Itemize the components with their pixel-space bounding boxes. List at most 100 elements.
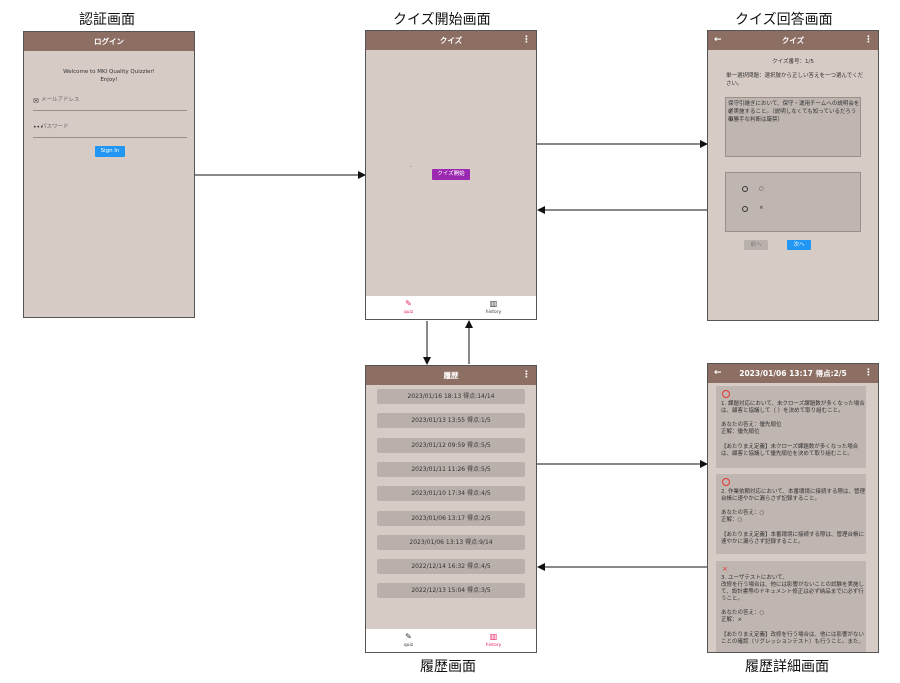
explanation-line: 【あたりまえ定義】改修を行う場合は、他には影響がない: [721, 632, 865, 638]
password-field[interactable]: パスワード: [41, 124, 69, 130]
history-list-item[interactable]: 2023/01/12 09:59 得点:5/5: [377, 437, 525, 453]
history-screen: 履歴 ⋮ 2023/01/16 18:13 得点:14/14 2023/01/13…: [365, 365, 537, 653]
login-screen: ログイン Welcome to MKI Quality Quizzler! En…: [23, 31, 195, 318]
explanation-line: ことの確認（リグレッションテスト）も行うこと。また、: [721, 639, 864, 645]
history-list-item[interactable]: 2023/01/16 18:13 得点:14/14: [377, 389, 525, 404]
title-auth: 認証画面: [79, 12, 135, 28]
wrong-mark-icon: ×: [722, 565, 728, 573]
nav-history-label: history: [485, 310, 502, 315]
history-list-item[interactable]: 2023/01/06 13:17 得点:2/5: [377, 510, 525, 526]
question-line-1: 保守引継ぎにおいて、保守・運用チームへの説明会を必: [728, 101, 860, 115]
your-answer: あなたの答え：優先順位: [721, 422, 782, 428]
sign-in-button[interactable]: Sign In: [95, 146, 125, 157]
back-arrow-icon[interactable]: ←: [714, 35, 722, 45]
history-book-icon: ▥: [489, 632, 498, 641]
more-vert-icon[interactable]: ⋮: [864, 35, 873, 45]
question-line-2: ず実施すること。（説明しなくても知っているだろう事: [728, 109, 857, 123]
password-icon: •••: [33, 124, 44, 131]
answer-card-1: 1. 課題対応において、未クローズ課題数が多くなった場合 は、顧客と協議して（ …: [716, 386, 866, 468]
quiz-edit-icon: ✎: [405, 299, 412, 308]
welcome-text: Welcome to MKI Quality Quizzler!: [63, 69, 155, 75]
question-box: 保守引継ぎにおいて、保守・運用チームへの説明会を必 ず実施すること。（説明しなく…: [725, 97, 861, 157]
history-appbar: 履歴 ⋮: [366, 366, 536, 385]
bottom-navigation: ✎ quiz ▥ history: [366, 296, 536, 319]
mail-icon: ✉: [33, 97, 39, 105]
nav-history-label: history: [485, 643, 502, 648]
enjoy-text: Enjoy!: [100, 77, 118, 83]
prev-button[interactable]: 前へ: [744, 240, 768, 250]
history-appbar-title: 履歴: [443, 371, 459, 380]
correct-answer: 正解：×: [721, 617, 743, 623]
history-detail-appbar: ← 2023/01/06 13:17 得点:2/5 ⋮: [708, 364, 878, 383]
quiz-start-appbar-title: クイズ: [439, 36, 463, 45]
card-question-line: て、設計書等のドキュメント修正は必ず納品までに必ず行: [721, 589, 864, 595]
card-question-line: 3. ユーザテストにおいて、: [721, 575, 788, 581]
more-vert-icon[interactable]: ⋮: [864, 368, 873, 378]
card-question-line: 2. 作業依頼対応において、本番環境に接続する際は、管理: [721, 489, 866, 495]
title-history-detail: 履歴詳細画面: [745, 659, 829, 675]
explanation-line: は、顧客と協議して優先順位を決めて取り組むこと。: [721, 451, 853, 457]
history-list-item[interactable]: 2023/01/06 13:13 得点:9/14: [377, 534, 525, 550]
nav-quiz[interactable]: ✎ quiz: [366, 296, 451, 319]
login-appbar: ログイン: [24, 32, 194, 51]
nav-history[interactable]: ▥ history: [451, 629, 536, 652]
card-question-line: 改修を行う場合は、他には影響がないことの試験を実施し: [721, 582, 864, 588]
history-list-item[interactable]: 2023/01/13 13:55 得点:1/5: [377, 413, 525, 429]
explanation-line: 【あたりまえ定義】未クローズ課題数が多くなった場合: [721, 444, 859, 450]
your-answer: あなたの答え：○: [721, 510, 765, 516]
correct-answer: 正解：○: [721, 517, 743, 523]
more-vert-icon[interactable]: ⋮: [522, 370, 531, 380]
answer-card-2: 2. 作業依頼対応において、本番環境に接続する際は、管理 台帳に速やかに漏らさず…: [716, 474, 866, 554]
correct-answer: 正解：優先順位: [721, 429, 760, 435]
explanation-line: 速やかに漏らさず記録すること。: [721, 539, 804, 545]
next-button[interactable]: 次へ: [787, 240, 811, 250]
quiz-start-button[interactable]: クイズ開始: [432, 169, 470, 180]
explanation-line: 【あたりまえ定義】本番環境に接続する際は、管理台帳に: [721, 532, 865, 538]
nav-history[interactable]: ▥ history: [451, 296, 536, 319]
history-list-item[interactable]: 2023/01/10 17:34 得点:4/5: [377, 486, 525, 502]
nav-quiz-label: quiz: [403, 310, 414, 315]
history-book-icon: ▥: [489, 299, 498, 308]
correct-mark-icon: [722, 478, 730, 486]
bottom-navigation: ✎ quiz ▥ history: [366, 629, 536, 652]
quiz-edit-icon: ✎: [405, 632, 412, 641]
card-question-line: 1. 課題対応において、未クローズ課題数が多くなった場合: [721, 401, 865, 407]
quiz-start-appbar: クイズ ⋮: [366, 31, 536, 50]
history-detail-appbar-title: 2023/01/06 13:17 得点:2/5: [739, 369, 847, 378]
card-question-line: は、顧客と協議して（ ）を決めて取り組むこと。: [721, 408, 844, 414]
quiz-start-screen: クイズ ⋮ · クイズ開始 ✎ quiz ▥ history: [365, 30, 537, 320]
instruction-line-1: 単一選択問題：選択肢から正しい答えを一つ選んでくだ: [726, 73, 864, 79]
back-arrow-icon[interactable]: ←: [714, 368, 722, 378]
answer-card-3: × 3. ユーザテストにおいて、 改修を行う場合は、他には影響がないことの試験を…: [716, 561, 866, 652]
history-list-item[interactable]: 2022/12/14 16:32 得点:4/5: [377, 559, 525, 575]
more-vert-icon[interactable]: ⋮: [522, 35, 531, 45]
nav-quiz-label: quiz: [403, 643, 414, 648]
radio-option-1[interactable]: [742, 186, 748, 192]
title-quiz-start: クイズ開始画面: [393, 12, 491, 28]
login-appbar-title: ログイン: [94, 37, 124, 46]
quiz-answer-screen: ← クイズ ⋮ クイズ番号：1/5 単一選択問題：選択肢から正しい答えを一つ選ん…: [707, 30, 879, 321]
quiz-answer-appbar-title: クイズ: [781, 36, 805, 45]
question-number: クイズ番号：1/5: [772, 59, 814, 65]
history-list-item[interactable]: 2022/12/13 15:04 得点:3/5: [377, 583, 525, 599]
password-underline: [33, 137, 187, 138]
card-question-line: 台帳に速やかに漏らさず記録すること。: [721, 496, 821, 502]
nav-quiz[interactable]: ✎ quiz: [366, 629, 451, 652]
history-detail-screen: ← 2023/01/06 13:17 得点:2/5 ⋮ 1. 課題対応において、…: [707, 363, 879, 653]
loading-dot: ·: [410, 164, 412, 170]
option-1-label: ○: [759, 186, 764, 192]
option-2-label: ×: [759, 205, 764, 211]
quiz-answer-appbar: ← クイズ ⋮: [708, 31, 878, 50]
title-history: 履歴画面: [420, 659, 476, 675]
history-list-item[interactable]: 2023/01/11 11:26 得点:5/5: [377, 461, 525, 477]
instruction-line-2: さい。: [726, 81, 743, 87]
correct-mark-icon: [722, 390, 730, 398]
options-box: ○ ×: [725, 172, 861, 232]
card-question-line: うこと。: [721, 596, 744, 602]
email-underline: [33, 110, 187, 111]
your-answer: あなたの答え：○: [721, 610, 765, 616]
email-field[interactable]: メールアドレス: [41, 97, 80, 103]
radio-option-2[interactable]: [742, 206, 748, 212]
